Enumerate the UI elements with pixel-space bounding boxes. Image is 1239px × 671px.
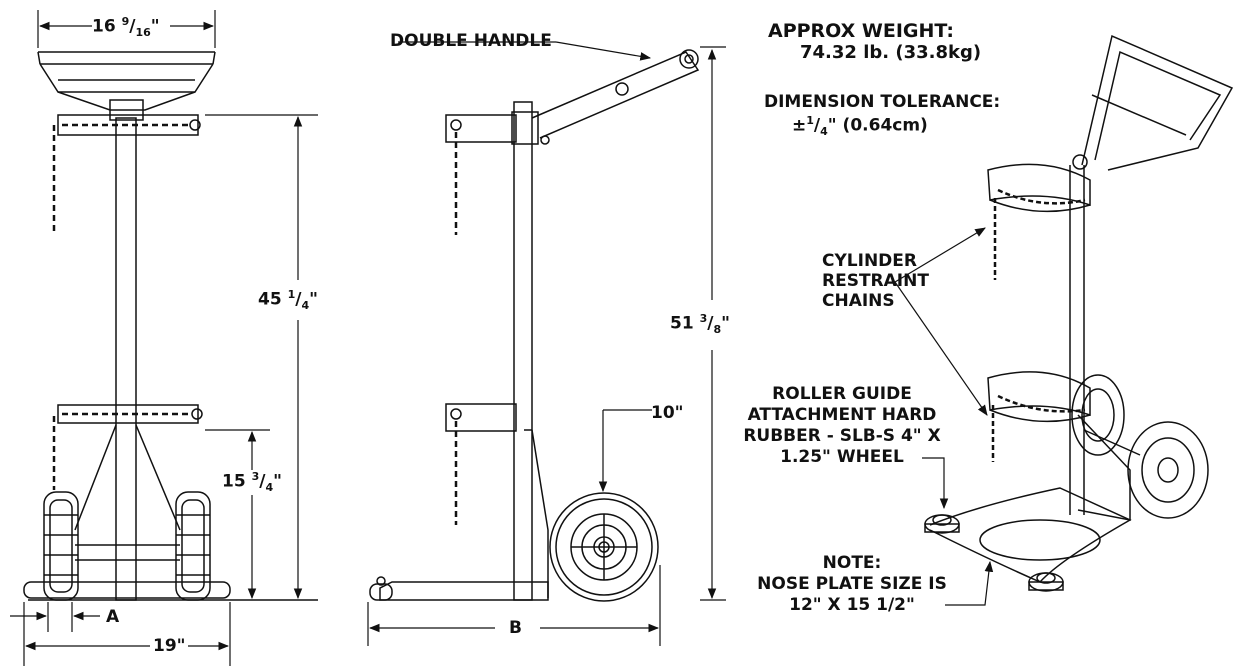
front-top-tray [37,51,216,121]
side-base-plate [369,576,549,601]
dim-lower-chain-height-den: 4 [265,481,274,495]
side-dimension-lines [367,41,726,646]
dim-overall-height-front-den: 4 [301,299,310,313]
dim-lower-chain-height-whole: 15 [222,471,246,492]
iso-roller-left [924,514,960,534]
dim-top-width: 16 9/16" [92,15,160,40]
isometric-view [924,34,1234,592]
callout-double-handle: DOUBLE HANDLE [390,31,552,51]
front-view [23,51,318,601]
front-upper-chain [52,123,190,235]
side-upper-bracket [445,111,550,145]
callout-chains-line2: RESTRAINT [822,271,929,291]
dim-base-width: 19" [153,636,186,656]
front-lower-chain-bar [57,404,203,424]
callout-roller-line3: RUBBER - SLB-S 4" X [743,426,941,446]
callout-roller-line1: ROLLER GUIDE [772,384,912,404]
callout-note-line1: NOTE: [822,553,882,573]
callout-roller-line2: ATTACHMENT HARD [747,405,937,425]
callout-chains: CYLINDER RESTRAINT CHAINS [822,251,929,311]
spec-tolerance-label: DIMENSION TOLERANCE: [764,92,1001,112]
dim-overall-height-side-den: 8 [713,323,722,337]
iso-lower-chain [991,394,1086,462]
dim-overall-height-side-whole: 51 [670,313,694,334]
front-lower-chain [52,412,190,490]
dim-lower-chain-height-inch: " [273,471,282,492]
side-handle [531,49,700,139]
callout-note-line3: 12" X 15 1/2" [789,595,915,615]
iso-upper-cradle [987,163,1091,213]
front-left-wheel [43,491,79,601]
callout-roller-guide: ROLLER GUIDE ATTACHMENT HARD RUBBER - SL… [742,384,942,468]
iso-post [1069,165,1085,515]
front-braces [74,424,181,561]
dim-overall-height-side-num: 3 [699,312,708,325]
dim-top-width-num: 9 [121,15,130,28]
front-base-plate [23,581,318,601]
dim-top-width-whole: 16 [92,16,116,37]
iso-wheel-bracket [1077,414,1131,521]
side-view [369,49,700,602]
dim-overall-height-side-inch: " [721,313,730,334]
spec-tolerance-post: " (0.64cm) [827,115,928,136]
dim-lower-chain-height-num: 3 [251,470,260,483]
dim-overall-height-front-inch: " [309,289,318,310]
iso-lower-cradle [987,371,1091,423]
callout-note-line2: NOSE PLATE SIZE IS [757,574,947,594]
dim-overall-height-front-num: 1 [287,288,296,301]
spec-tolerance-value: ±1/4" (0.64cm) [792,114,928,139]
front-upper-chain-bar [57,114,201,136]
iso-leader-lines [894,227,994,606]
side-lower-bracket [445,403,517,432]
iso-base-plate [929,487,1132,583]
dim-overall-height-front-whole: 45 [258,289,282,310]
callout-note: NOTE: NOSE PLATE SIZE IS 12" X 15 1/2" [752,553,952,616]
side-wheel [549,492,659,602]
callout-chains-line1: CYLINDER [822,251,917,271]
spec-tolerance-pre: ± [792,115,807,136]
dim-wheel-diameter: 10" [651,403,684,423]
dim-overall-height-side: 51 3/8" [670,312,730,337]
dim-top-width-inch: " [150,16,160,37]
front-dimension-lines [10,10,318,666]
iso-wheels [1071,374,1209,519]
iso-handle [1072,34,1234,171]
spec-tolerance-num: 1 [806,114,814,127]
front-main-post [115,117,137,601]
side-main-post [513,101,533,601]
iso-roller-front [1028,572,1064,592]
spec-weight-value: 74.32 lb. (33.8kg) [800,42,982,63]
dim-offset-a: A [106,607,120,627]
front-right-wheel [175,491,211,601]
callout-chains-line3: CHAINS [822,291,895,311]
spec-weight-label: APPROX WEIGHT: [768,20,954,42]
dim-overall-height-front: 45 1/4" [258,288,318,313]
side-wheel-bracket [524,429,549,598]
dim-lower-chain-height: 15 3/4" [222,470,282,495]
dim-base-depth: B [509,618,522,638]
dim-top-width-den: 16 [135,26,151,40]
spec-tolerance-den: 4 [820,125,828,139]
iso-upper-chain [993,188,1086,280]
callout-roller-line4: 1.25" WHEEL [780,447,904,467]
